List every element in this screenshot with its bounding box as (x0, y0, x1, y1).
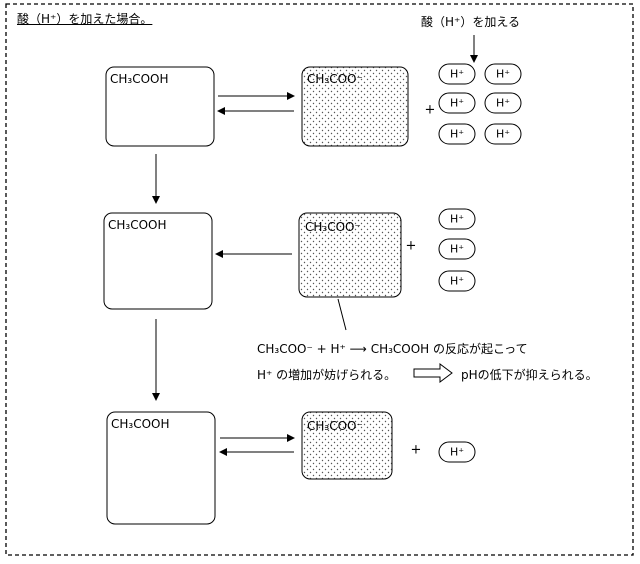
hplus-label: H⁺ (449, 445, 465, 459)
hplus-oval (438, 63, 476, 85)
result-note-right: pHの低下が抑えられる。 (461, 368, 598, 382)
hplus-label: H⁺ (495, 127, 511, 141)
hplus-oval (484, 63, 522, 85)
plus-sign-1: + (424, 102, 436, 118)
reaction-note: CH₃COO⁻ + H⁺ ⟶ CH₃COOH の反応が起こって (257, 342, 528, 356)
hplus-label: H⁺ (449, 96, 465, 110)
base-box-3 (301, 411, 393, 480)
outer-frame (5, 3, 634, 556)
hplus-oval (438, 92, 476, 114)
hplus-oval (438, 123, 476, 145)
result-note-left: H⁺ の増加が妨げられる。 (257, 368, 397, 382)
hplus-label: H⁺ (449, 274, 465, 288)
add-acid-label: 酸（H⁺）を加える (421, 15, 520, 29)
hplus-label: H⁺ (449, 127, 465, 141)
acid-box-1 (105, 66, 215, 147)
hplus-label: H⁺ (449, 67, 465, 81)
base-label-1: CH₃COO⁻ (307, 72, 363, 86)
base-label-3: CH₃COO⁻ (307, 419, 363, 433)
implies-arrow (413, 363, 453, 383)
hplus-label: H⁺ (495, 67, 511, 81)
plus-sign-3: + (410, 442, 422, 458)
hplus-oval (438, 208, 476, 230)
acid-box-3 (106, 411, 216, 525)
acid-label-3: CH₃COOH (111, 417, 170, 431)
base-box-2 (298, 212, 402, 298)
hplus-label: H⁺ (449, 212, 465, 226)
hplus-oval (438, 270, 476, 292)
hplus-label: H⁺ (495, 96, 511, 110)
acid-label-1: CH₃COOH (110, 72, 169, 86)
plus-sign-2: + (405, 238, 417, 254)
hplus-oval (484, 92, 522, 114)
acid-label-2: CH₃COOH (108, 218, 167, 232)
hplus-oval (438, 441, 476, 463)
callout-line (337, 298, 347, 331)
base-box-1 (301, 66, 409, 147)
base-label-2: CH₃COO⁻ (305, 220, 361, 234)
hplus-oval (438, 238, 476, 260)
diagram-title: 酸（H⁺）を加えた場合。 (17, 12, 153, 26)
acid-box-2 (103, 212, 213, 310)
hplus-label: H⁺ (449, 242, 465, 256)
hplus-oval (484, 123, 522, 145)
